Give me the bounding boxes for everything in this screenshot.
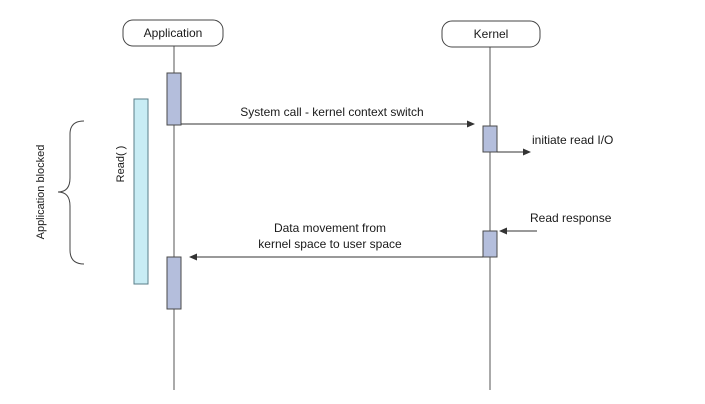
kernel-activation-top bbox=[482, 125, 498, 153]
application-blocked-label: Application blocked bbox=[35, 145, 47, 240]
application-label: Application bbox=[144, 26, 203, 40]
data-movement-label-line1: Data movement from bbox=[274, 221, 386, 235]
kernel-activation-bottom bbox=[482, 230, 498, 258]
application-blocked-brace bbox=[57, 120, 85, 265]
kernel-label: Kernel bbox=[474, 27, 509, 41]
application-head-box bbox=[122, 19, 224, 47]
read-call-label: Read( ) bbox=[115, 146, 127, 183]
kernel-head-box bbox=[441, 20, 541, 48]
read-call-bar bbox=[133, 98, 149, 285]
application-participant: Application bbox=[122, 19, 224, 47]
initiate-io-label: initiate read I/O bbox=[532, 133, 613, 147]
system-call-label: System call - kernel context switch bbox=[240, 105, 423, 119]
data-movement-label-line2: kernel space to user space bbox=[258, 237, 402, 251]
application-activation-bottom bbox=[166, 256, 182, 310]
read-response-label: Read response bbox=[530, 211, 612, 225]
application-activation-top bbox=[166, 72, 182, 126]
kernel-participant: Kernel bbox=[441, 20, 541, 48]
